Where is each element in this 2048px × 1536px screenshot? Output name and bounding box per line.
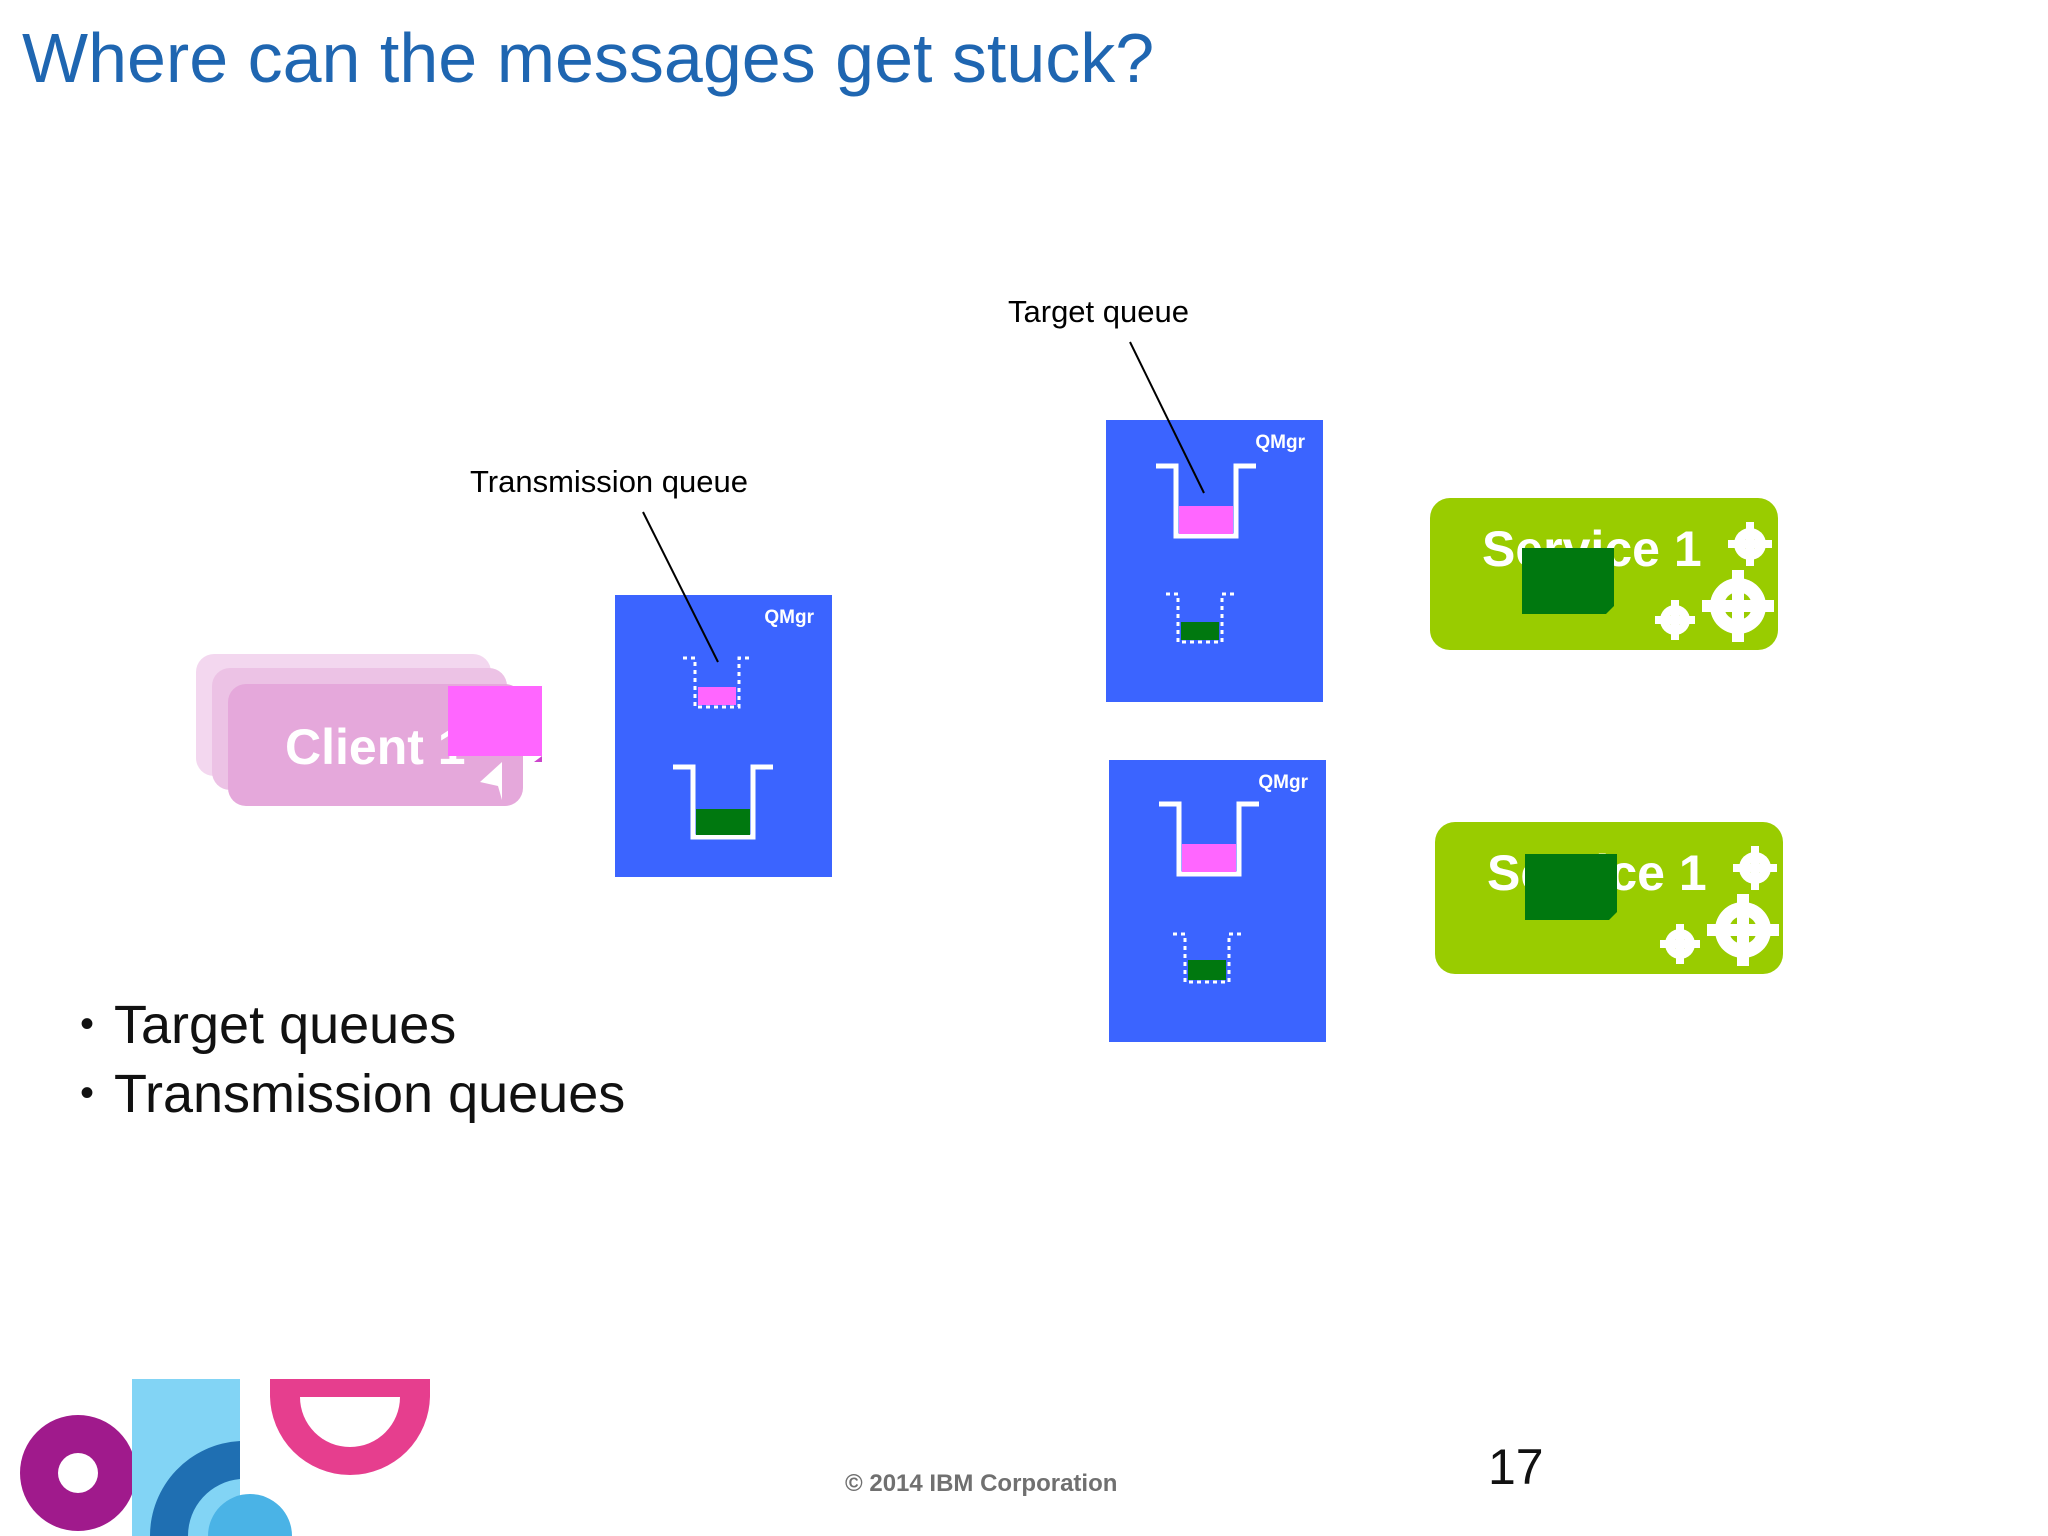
target-queue-message (1179, 506, 1233, 534)
client-application: Client 1 (190, 650, 550, 820)
gear-icon (1655, 600, 1695, 640)
gear-icon (1702, 570, 1774, 642)
qmgr-label: QMgr (1255, 432, 1305, 453)
callout-target-queue: Target queue (1008, 294, 1189, 329)
list-item: • Transmission queues (80, 1059, 625, 1128)
bullet-icon: • (80, 1071, 95, 1115)
gear-icon (1660, 924, 1700, 964)
qmgr-client-queues (673, 656, 773, 840)
bullet-icon: • (80, 1002, 95, 1046)
reply-transmission-queue-message (1188, 960, 1226, 980)
service-graphic: Service 1 (1430, 498, 1778, 650)
gear-icon (1733, 846, 1777, 890)
gear-icon (1728, 522, 1772, 566)
decorative-logo-art (20, 1379, 430, 1536)
gear-icon (1707, 894, 1779, 966)
qmgr-client-side: QMgr (615, 595, 832, 877)
service-application-bottom: Service 1 (1435, 822, 1783, 974)
qmgr-service-bottom: QMgr (1109, 760, 1326, 1042)
client-stack-graphic: Client 1 (196, 654, 542, 806)
reply-queue (673, 764, 773, 840)
reply-transmission-queue (1166, 592, 1234, 644)
qmgr-top-queues (1156, 463, 1256, 644)
client-label: Client 1 (285, 719, 466, 775)
copyright: © 2014 IBM Corporation (845, 1470, 1118, 1497)
service-application-top: Service 1 (1430, 498, 1778, 650)
target-queue (1159, 801, 1259, 877)
client-request-message (448, 686, 542, 756)
qmgr-label: QMgr (1258, 772, 1308, 793)
bullet-list: • Target queues • Transmission queues (80, 990, 625, 1128)
page-number: 17 (1488, 1439, 1544, 1495)
target-queue-message (1182, 844, 1236, 872)
list-item: • Target queues (80, 990, 625, 1059)
service-graphic: Service 1 (1435, 822, 1783, 974)
service-reply-message (1522, 548, 1614, 614)
reply-transmission-queue-message (1181, 622, 1219, 640)
bullet-text: Transmission queues (114, 1064, 626, 1124)
qmgr-service-top: QMgr (1106, 420, 1323, 702)
reply-queue-message (696, 809, 750, 835)
client-reply-arrow-icon (480, 762, 502, 800)
service-reply-message (1525, 854, 1617, 920)
reply-transmission-queue (1173, 932, 1241, 984)
qmgr-bottom-queues (1159, 801, 1259, 984)
bullet-text: Target queues (114, 995, 457, 1055)
slide-title: Where can the messages get stuck? (22, 19, 1155, 97)
callout-transmission-queue: Transmission queue (470, 464, 748, 499)
qmgr-label: QMgr (764, 607, 814, 628)
transmission-queue-message (698, 687, 736, 705)
